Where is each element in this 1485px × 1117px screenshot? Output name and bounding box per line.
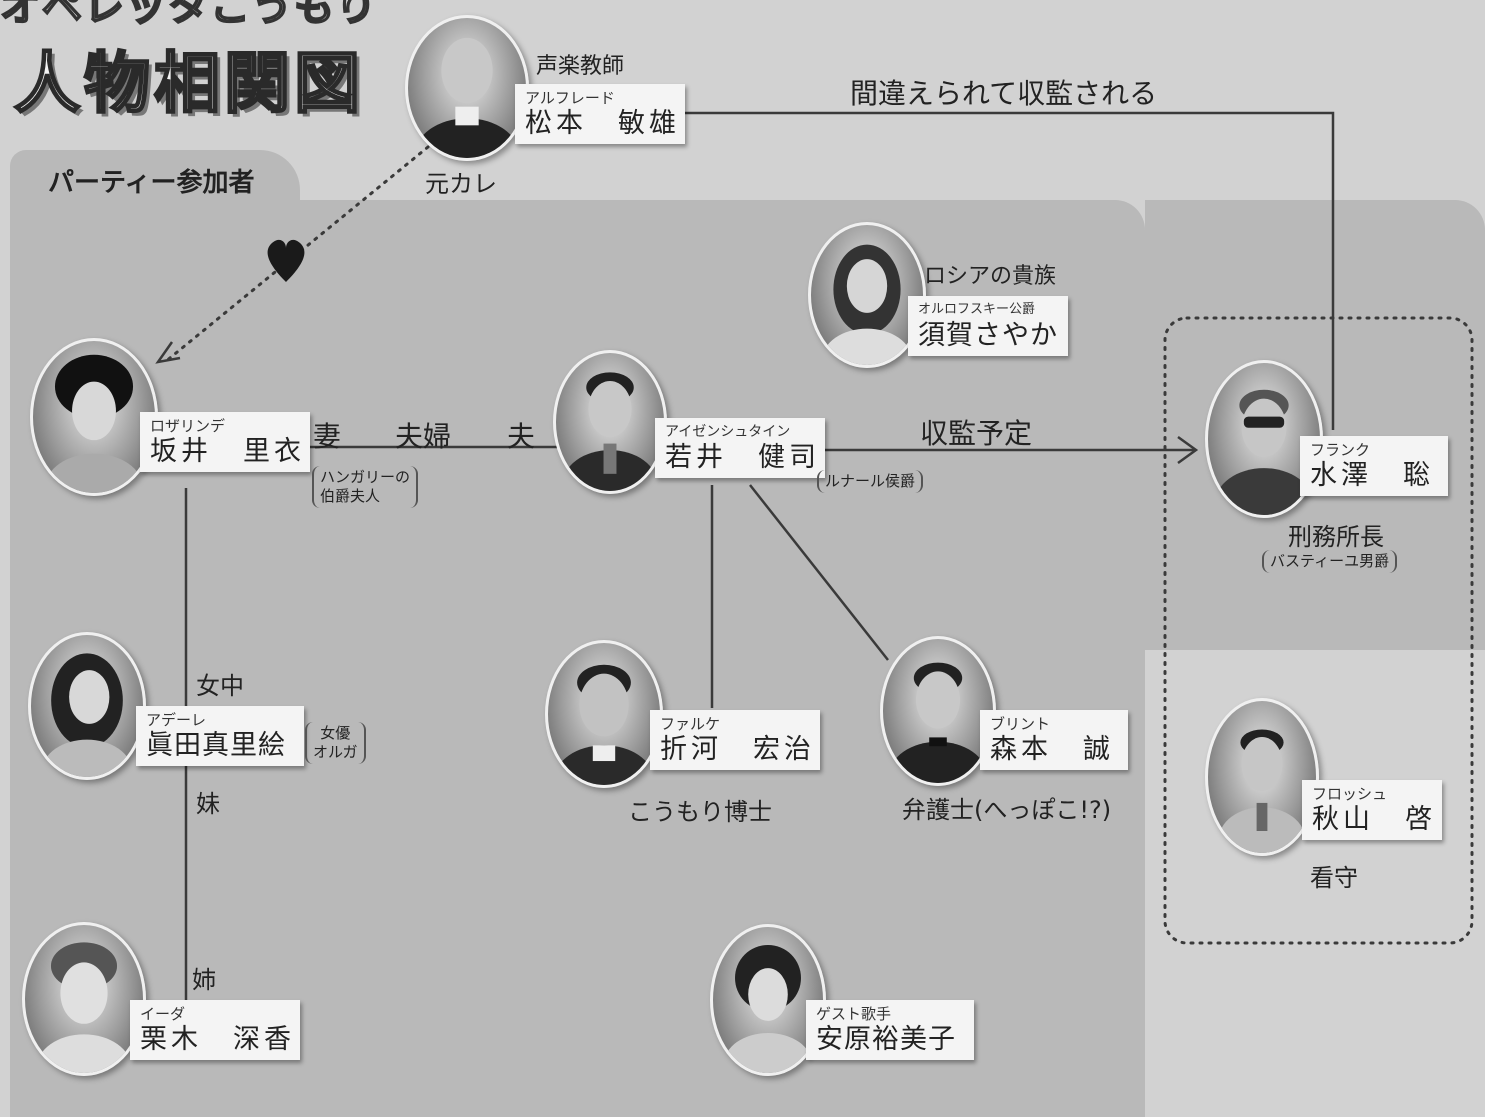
label-younger-sister: 妹 bbox=[196, 790, 220, 818]
orlofsky-role: オルロフスキー公爵 bbox=[918, 302, 1036, 317]
orlofsky-name: 須賀さやか bbox=[918, 320, 1058, 351]
frosch-namebox: フロッシュ 秋山 啓 bbox=[1302, 780, 1442, 840]
portrait-icon bbox=[554, 664, 654, 785]
adele-namebox: アデーレ 眞田真里絵 bbox=[136, 706, 304, 766]
orlofsky-photo bbox=[808, 222, 926, 368]
portrait-icon bbox=[36, 942, 132, 1073]
frosch-role: フロッシュ bbox=[1312, 785, 1388, 803]
eisenstein-name: 若井 健司 bbox=[665, 442, 820, 473]
alfred-name: 松本 敏雄 bbox=[525, 108, 680, 139]
page-title: 人物相関図 bbox=[13, 44, 364, 124]
rosalinde-role: ロザリンデ bbox=[150, 417, 226, 435]
rosalinde-name: 坂井 里衣 bbox=[150, 436, 305, 467]
guest-name: 安原裕美子 bbox=[816, 1024, 956, 1055]
guest-namebox: ゲスト歌手 安原裕美子 bbox=[806, 1000, 974, 1060]
eisenstein-note: ルナール侯爵 bbox=[817, 470, 924, 493]
portrait-icon bbox=[822, 244, 912, 365]
ida-photo bbox=[22, 922, 146, 1076]
adele-note: 女優 オルガ bbox=[305, 722, 366, 764]
frosch-title: 看守 bbox=[1310, 864, 1358, 892]
orlofsky-namebox: オルロフスキー公爵 須賀さやか bbox=[908, 296, 1068, 356]
frank-name: 水澤 聡 bbox=[1310, 460, 1434, 491]
label-wife: 妻 bbox=[313, 420, 342, 453]
alfred-title: 声楽教師 bbox=[536, 54, 625, 79]
falke-title: こうもり博士 bbox=[628, 798, 772, 826]
frosch-photo bbox=[1205, 698, 1319, 856]
label-maid: 女中 bbox=[196, 672, 244, 700]
portrait-icon bbox=[414, 37, 520, 158]
portrait-icon bbox=[42, 653, 132, 777]
subtitle: オペレッタこうもり bbox=[0, 0, 378, 31]
ida-namebox: イーダ 栗木 深香 bbox=[130, 1000, 300, 1060]
falke-name: 折河 宏治 bbox=[660, 734, 815, 765]
blind-role: ブリント bbox=[990, 715, 1051, 733]
alfred-photo bbox=[405, 15, 529, 161]
adele-role: アデーレ bbox=[146, 711, 207, 729]
frank-note: バスティーユ男爵 bbox=[1262, 550, 1398, 573]
eisenstein-namebox: アイゼンシュタイン 若井 健司 bbox=[655, 418, 825, 478]
blind-photo bbox=[880, 636, 996, 786]
label-couple: 夫婦 bbox=[395, 420, 452, 453]
portrait-icon bbox=[1218, 729, 1306, 853]
frosch-name: 秋山 啓 bbox=[1312, 804, 1436, 835]
portrait-icon bbox=[562, 372, 658, 491]
blind-namebox: ブリント 森本 誠 bbox=[980, 710, 1128, 770]
guest-role: ゲスト歌手 bbox=[816, 1005, 892, 1023]
frank-role: フランク bbox=[1310, 441, 1371, 459]
blind-title: 弁護士(へっぽこ!?) bbox=[902, 796, 1112, 824]
portrait-icon bbox=[724, 945, 812, 1073]
eisenstein-role: アイゼンシュタイン bbox=[665, 424, 791, 440]
label-ex: 元カレ bbox=[425, 170, 497, 198]
alfred-role: アルフレード bbox=[525, 89, 615, 107]
label-older-sister: 姉 bbox=[192, 966, 216, 994]
group-label: パーティー参加者 bbox=[48, 168, 255, 198]
frank-namebox: フランク 水澤 聡 bbox=[1300, 436, 1448, 496]
portrait-icon bbox=[1214, 389, 1314, 515]
rosalinde-note: ハンガリーの 伯爵夫人 bbox=[312, 466, 419, 508]
label-to-be-jailed: 収監予定 bbox=[920, 417, 1033, 450]
adele-name: 眞田真里絵 bbox=[146, 730, 286, 761]
orlofsky-title: ロシアの貴族 bbox=[924, 264, 1057, 289]
ida-name: 栗木 深香 bbox=[140, 1024, 295, 1055]
rosalinde-photo bbox=[30, 338, 158, 496]
blind-name: 森本 誠 bbox=[990, 734, 1114, 765]
adele-photo bbox=[28, 632, 146, 780]
falke-photo bbox=[545, 640, 663, 788]
rosalinde-namebox: ロザリンデ 坂井 里衣 bbox=[140, 412, 310, 472]
eisenstein-photo bbox=[553, 350, 667, 494]
portrait-icon bbox=[45, 354, 143, 493]
ida-role: イーダ bbox=[140, 1005, 186, 1023]
label-husband: 夫 bbox=[507, 420, 536, 453]
falke-role: ファルケ bbox=[660, 715, 721, 733]
frank-title: 刑務所長 bbox=[1288, 523, 1384, 551]
label-mistaken-jail: 間違えられて収監される bbox=[850, 77, 1158, 110]
falke-namebox: ファルケ 折河 宏治 bbox=[650, 710, 820, 770]
portrait-icon bbox=[889, 662, 987, 783]
alfred-namebox: アルフレード 松本 敏雄 bbox=[515, 84, 685, 144]
